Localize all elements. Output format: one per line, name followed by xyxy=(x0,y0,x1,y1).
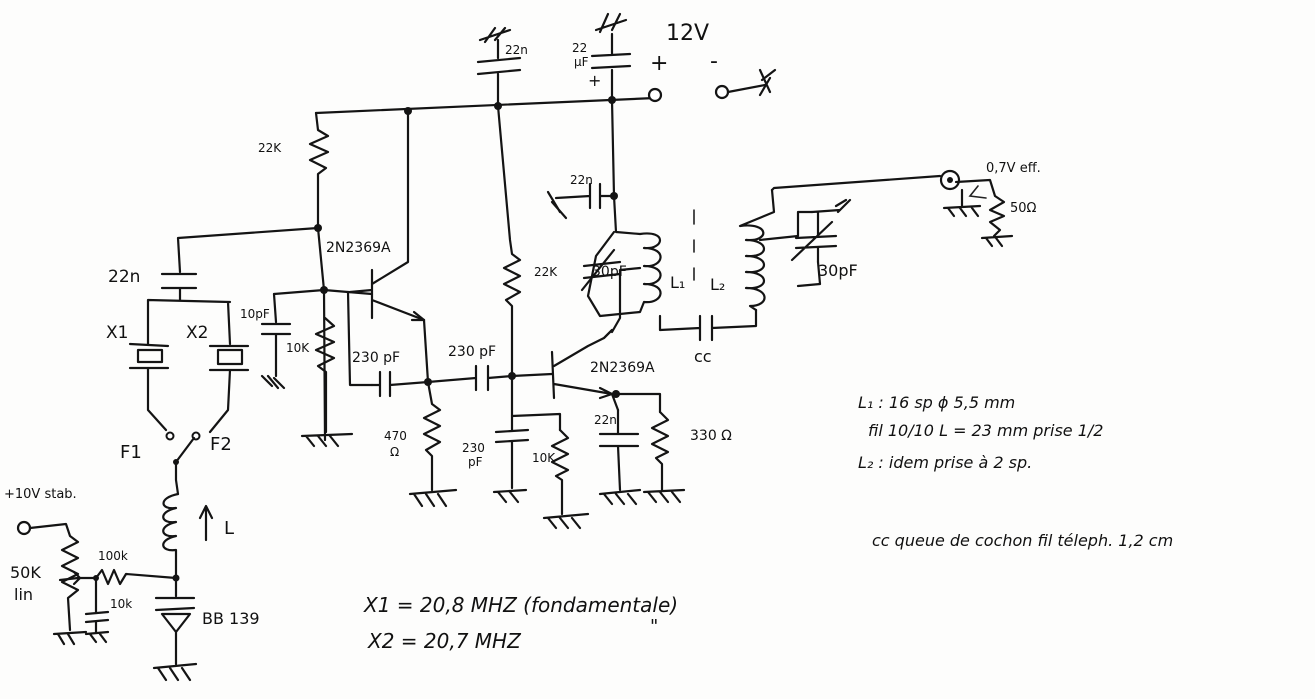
cap-30pf-l1-label: 30pF xyxy=(592,264,627,280)
resistor-22k-left xyxy=(308,111,330,232)
supply-minus-label: - xyxy=(710,49,718,74)
cap-230pf-b-label: 230 pF xyxy=(448,344,496,360)
l2-label: L₂ xyxy=(710,275,725,294)
resistor-470-unit: Ω xyxy=(390,445,399,459)
resistor-470-label: 470 xyxy=(384,429,407,443)
output-connector xyxy=(770,169,1014,248)
switch-f xyxy=(165,431,201,496)
cap-230pf-emit-unit: pF xyxy=(468,455,483,469)
cap-10pf xyxy=(260,292,292,390)
wire-base-q2 xyxy=(510,372,554,378)
resistor-10k-var-label: 10k xyxy=(110,597,132,611)
stab-label: +10V stab. xyxy=(4,487,77,502)
resistor-10k-q1 xyxy=(300,316,354,448)
resistor-10k-q2-label: 10K xyxy=(532,451,556,465)
wire-base-q1 xyxy=(316,226,327,442)
resistor-22k-mid xyxy=(496,104,522,380)
cap-22uf-label: 22 xyxy=(572,41,587,55)
varicap-label: BB 139 xyxy=(202,609,260,628)
cap-22n-top-label: 22n xyxy=(505,43,528,57)
wire-q2-bias xyxy=(510,374,562,432)
resistor-10k-q1-label: 10K xyxy=(286,341,310,355)
note-l2: L₂ : idem prise à 2 sp. xyxy=(858,453,1032,472)
output-level-label: 0,7V eff. xyxy=(986,161,1041,176)
resistor-470 xyxy=(408,380,458,508)
pot-lin-label: lin xyxy=(14,585,33,604)
cap-30pf-l2-label: 30pF xyxy=(818,261,858,280)
supply-voltage-label: 12V xyxy=(666,21,709,46)
crystal-x2-label: X2 xyxy=(186,323,208,343)
cap-cc xyxy=(658,308,758,342)
resistor-22k-left-label: 22K xyxy=(258,141,282,155)
cap-22uf xyxy=(590,12,632,102)
supply-rail xyxy=(314,68,777,115)
resistor-100k-label: 100k xyxy=(98,549,128,563)
note-cc: cc queue de cochon fil téleph. 1,2 cm xyxy=(872,531,1173,550)
cap-22uf-unit: µF xyxy=(574,55,589,69)
varicap-bb139 xyxy=(152,576,198,682)
switch-f2-label: F2 xyxy=(210,434,232,455)
wire-base-join xyxy=(272,288,374,296)
cap-230pf-emit-label: 230 xyxy=(462,441,485,455)
cap-22n-left xyxy=(160,272,198,302)
cap-22n-coil-label: 22n xyxy=(570,173,593,187)
cap-30pf-l2 xyxy=(790,198,852,264)
cap-22n-left-label: 22n xyxy=(108,267,140,287)
resistor-22k-mid-label: 22K xyxy=(534,265,558,279)
pot-label: 50K xyxy=(10,563,41,582)
cap-cc-label: cc xyxy=(694,347,712,366)
transistor-q1 xyxy=(346,109,426,387)
crystal-x1 xyxy=(128,342,170,432)
cap-10pf-label: 10pF xyxy=(240,307,270,321)
wire-emitter-q1 xyxy=(422,318,430,384)
cap-30pf-l1 xyxy=(580,248,622,292)
cap-22n-q2-label: 22n xyxy=(594,413,617,427)
switch-f1-label: F1 xyxy=(120,442,142,463)
transistor-q1-label: 2N2369A xyxy=(326,240,391,256)
note-l1-line2: fil 10/10 L = 23 mm prise 1/2 xyxy=(868,421,1103,440)
tuning-network xyxy=(16,520,178,646)
resistor-330 xyxy=(642,410,686,504)
cap-230pf-a xyxy=(370,370,430,398)
crystal-x1-label: X1 xyxy=(106,323,128,343)
cap-230pf-b xyxy=(426,364,514,392)
wire-emitter-q2 xyxy=(610,392,662,414)
l1-label: L₁ xyxy=(670,273,685,292)
transistor-q2-label: 2N2369A xyxy=(590,360,655,376)
cap-230pf-a-label: 230 pF xyxy=(352,350,400,366)
inductor-l2 xyxy=(738,188,822,312)
cap-22n-top xyxy=(476,26,522,108)
note-x1: X1 = 20,8 MHZ (fondamentale) xyxy=(363,593,678,617)
resistor-10k-q2 xyxy=(542,428,590,530)
cap-22n-coil xyxy=(546,182,616,220)
cap-22uf-plus: + xyxy=(588,71,601,90)
note-l1-line1: L₁ : 16 sp ϕ 5,5 mm xyxy=(858,393,1015,412)
note-ditto: " xyxy=(650,616,658,637)
note-x2: X2 = 20,7 MHZ xyxy=(367,629,522,653)
supply-plus-label: + xyxy=(650,51,668,76)
cap-22n-q2 xyxy=(598,408,642,506)
inductor-l1 xyxy=(586,194,662,340)
wire-crystals-top xyxy=(146,298,232,346)
resistor-50-label: 50Ω xyxy=(1010,201,1037,216)
wire-l1-supply xyxy=(610,98,616,198)
crystal-x2 xyxy=(208,344,250,434)
resistor-330-label: 330 Ω xyxy=(690,428,732,444)
inductor-l-label: L xyxy=(224,518,234,539)
wire-bias xyxy=(176,226,320,274)
cap-230pf-emit xyxy=(492,414,530,504)
inductor-l xyxy=(162,492,214,580)
